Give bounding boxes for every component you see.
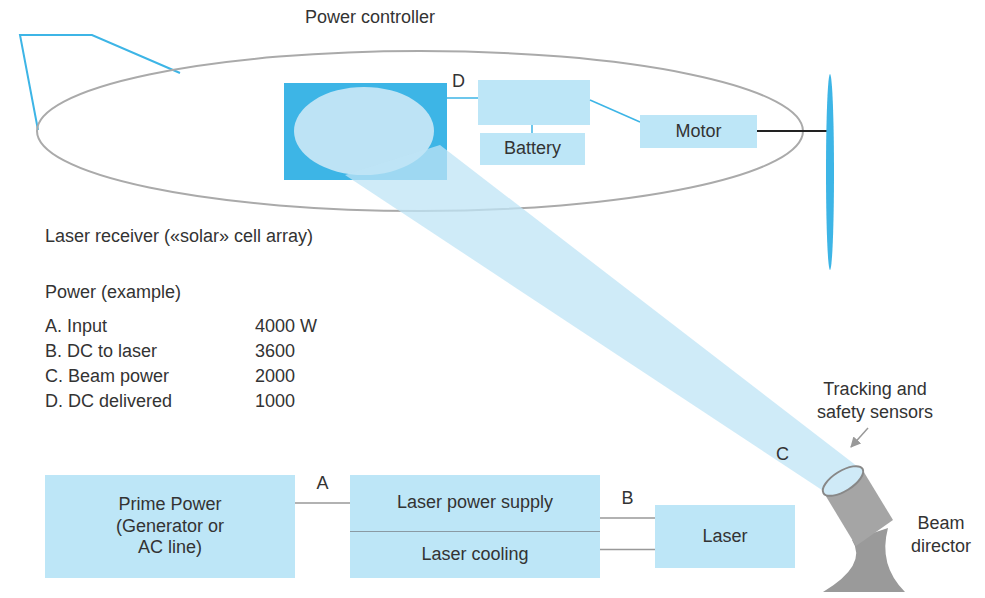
connector-label: A (314, 473, 330, 495)
table-cell: 4000 W (255, 315, 317, 338)
power-supply-box: Laser power supply (350, 475, 600, 531)
callout-label: Tracking and safety sensors (805, 378, 945, 423)
part-name: Laser receiver («solar» cell array) (45, 225, 313, 248)
point-letter: C (776, 443, 789, 466)
table-cell: 3600 (255, 340, 295, 363)
table-cell: C. Beam power (45, 365, 169, 388)
table-heading: Power (example) (45, 281, 181, 304)
box-label: Battery (504, 138, 561, 160)
part-name: Power controller (305, 6, 435, 29)
dc-wire (447, 97, 478, 99)
motor-box: Motor (640, 115, 757, 148)
prime-power-box: Prime Power (Generator or AC line) (45, 475, 295, 578)
box-label: Laser cooling (421, 544, 528, 566)
battery-wire (531, 125, 533, 133)
table-cell: A. Input (45, 315, 107, 338)
table-cell: 1000 (255, 390, 295, 413)
power-controller-box (478, 80, 590, 125)
laser-box: Laser (655, 505, 795, 568)
cooling-box: Laser cooling (350, 531, 600, 578)
propeller (826, 74, 834, 270)
table-cell: D. DC delivered (45, 390, 172, 413)
propeller-shaft (757, 130, 829, 132)
connector-line (600, 517, 655, 519)
laser-beam (345, 145, 862, 494)
box-label: Prime Power (Generator or AC line) (105, 494, 235, 559)
connector-line (295, 502, 350, 504)
box-label: Motor (675, 121, 721, 143)
point-letter: D (452, 70, 465, 93)
box-label: Laser power supply (397, 492, 553, 514)
part-name: Beam director (903, 512, 979, 557)
battery-box: Battery (480, 133, 585, 165)
connector-label: B (619, 488, 635, 510)
leader-arrow (851, 428, 868, 447)
motor-wire (590, 100, 640, 122)
table-cell: B. DC to laser (45, 340, 157, 363)
connector-line (600, 549, 655, 551)
director-aperture (818, 460, 868, 501)
table-cell: 2000 (255, 365, 295, 388)
box-label: Laser (702, 526, 747, 548)
